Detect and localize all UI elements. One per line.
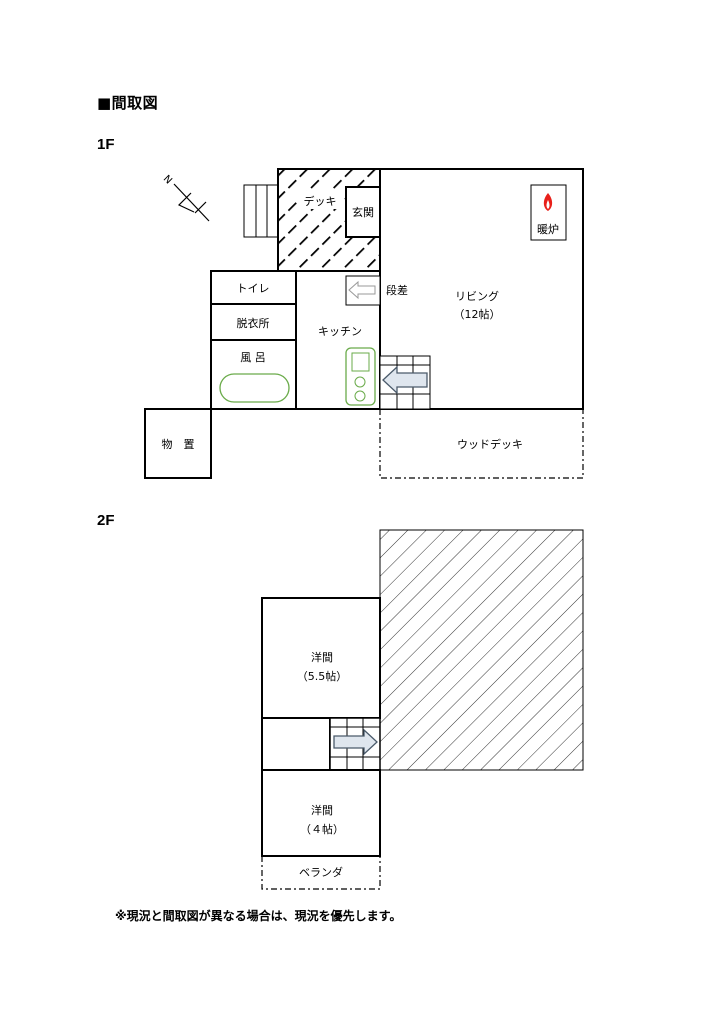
storage-label: 物 置 — [162, 437, 195, 451]
living-size-label: （12帖） — [454, 308, 501, 321]
floor2-label: 2F — [97, 512, 115, 529]
stove-icon — [345, 347, 376, 406]
deck-label: デッキ — [304, 194, 337, 208]
disclaimer-note: ※現況と間取図が異なる場合は、現況を優先します。 — [115, 909, 402, 923]
toilet-label: トイレ — [237, 282, 270, 295]
hallway — [261, 717, 331, 771]
veranda-label: ベランダ — [299, 865, 343, 879]
stairs-1f — [379, 355, 431, 410]
fireplace-label: 暖炉 — [537, 223, 559, 236]
compass-letter: N — [161, 173, 174, 186]
western2-size-label: （４帖） — [300, 823, 344, 836]
exterior-steps — [243, 184, 279, 238]
western1-label: 洋間 — [311, 650, 333, 664]
bath-label: 風 呂 — [240, 351, 266, 364]
western-room-1: 洋間 （5.5帖） — [261, 597, 381, 719]
stairs-down-arrow-icon — [333, 728, 378, 756]
toilet-room: トイレ — [210, 270, 297, 305]
open-void-area — [379, 529, 584, 771]
step-marker: 段差 — [345, 275, 408, 306]
page-heading: ■間取図 — [97, 94, 159, 112]
bathtub-icon — [219, 373, 290, 403]
living-label: リビング — [455, 289, 499, 303]
north-compass-icon: N — [161, 173, 210, 222]
step-label: 段差 — [386, 283, 408, 297]
wood-deck-label: ウッドデッキ — [457, 437, 523, 451]
western1-size-label: （5.5帖） — [297, 670, 348, 683]
western2-label: 洋間 — [311, 803, 333, 817]
kitchen-label: キッチン — [318, 325, 362, 338]
bath-room: 風 呂 — [210, 339, 297, 410]
entrance-room: 玄関 — [345, 186, 381, 238]
stairs-2f — [329, 717, 381, 771]
entrance-label: 玄関 — [352, 205, 374, 219]
western-room-2: 洋間 （４帖） — [261, 769, 381, 857]
fireplace: 暖炉 — [530, 184, 567, 241]
dressing-label: 脱衣所 — [237, 316, 270, 330]
floor1-label: 1F — [97, 136, 115, 153]
wood-deck: ウッドデッキ — [379, 409, 584, 479]
step-arrow-icon — [348, 280, 376, 300]
stairs-up-arrow-icon — [382, 365, 428, 395]
storage-room: 物 置 — [144, 408, 212, 479]
veranda: ベランダ — [261, 856, 381, 890]
dressing-room: 脱衣所 — [210, 303, 297, 341]
flame-icon — [543, 193, 553, 211]
